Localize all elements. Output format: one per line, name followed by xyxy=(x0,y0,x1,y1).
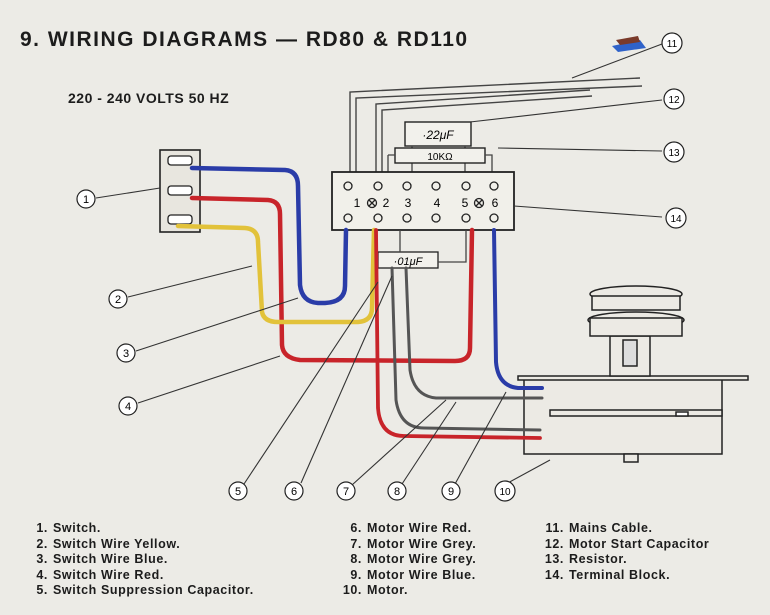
legend-item: 7.Motor Wire Grey. xyxy=(350,536,477,551)
callout-7: 7 xyxy=(336,481,356,501)
callout-2: 2 xyxy=(108,289,128,309)
mains-cable xyxy=(349,77,643,175)
switch-wire-red xyxy=(189,195,475,364)
callout-6: 6 xyxy=(284,481,304,501)
legend-item: 5.Switch Suppression Capacitor. xyxy=(36,583,254,598)
legend-item: 13.Resistor. xyxy=(544,552,628,567)
callout-13: 13 xyxy=(663,141,685,163)
callout-1: 1 xyxy=(76,189,96,209)
switch-wire-yellow xyxy=(175,223,377,325)
callout-9: 9 xyxy=(441,481,461,501)
resistor xyxy=(387,147,493,175)
callout-3: 3 xyxy=(116,343,136,363)
svg-text:3: 3 xyxy=(123,348,129,360)
callout-12: 12 xyxy=(663,88,685,110)
switch-wire-blue xyxy=(189,165,349,306)
svg-text:5: 5 xyxy=(235,486,241,498)
legend-item: 12.Motor Start Capacitor xyxy=(544,536,710,551)
legend-item: 10.Motor. xyxy=(342,583,409,598)
svg-text:1: 1 xyxy=(83,194,89,206)
terminal-number-6: 6 xyxy=(492,196,499,210)
legend-column-3: 11.Mains Cable. 12.Motor Start Capacitor… xyxy=(542,521,709,583)
legend-item: 2.Switch Wire Yellow. xyxy=(36,536,181,551)
legend-item: 8.Motor Wire Grey. xyxy=(350,552,477,567)
switch xyxy=(159,149,201,233)
legend-column-2: 6.Motor Wire Red. 7.Motor Wire Grey. 8.M… xyxy=(340,521,476,599)
callout-14: 14 xyxy=(665,207,687,229)
suppression-capacitor xyxy=(377,230,467,269)
callout-4: 4 xyxy=(118,396,138,416)
legend-item: 11.Mains Cable. xyxy=(545,521,653,535)
svg-text:2: 2 xyxy=(115,294,121,306)
terminal-number-4: 4 xyxy=(434,196,441,210)
legend-item: 3.Switch Wire Blue. xyxy=(36,552,168,567)
suppression-capacitor-label: ·01μF xyxy=(394,256,424,268)
svg-text:10: 10 xyxy=(499,487,511,498)
legend-item: 4.Switch Wire Red. xyxy=(36,567,164,582)
svg-text:11: 11 xyxy=(667,39,678,50)
svg-text:14: 14 xyxy=(670,214,682,225)
svg-text:7: 7 xyxy=(343,486,349,498)
callout-10: 10 xyxy=(494,480,516,502)
resistor-label: 10KΩ xyxy=(427,152,453,163)
callout-8: 8 xyxy=(387,481,407,501)
legend-item: 9.Motor Wire Blue. xyxy=(350,567,476,582)
callout-5: 5 xyxy=(228,481,248,501)
leader-lines xyxy=(95,43,663,486)
terminal-number-5: 5 xyxy=(462,196,469,210)
motor-wire-blue xyxy=(492,228,544,390)
callout-11: 11 xyxy=(661,32,683,54)
terminal-number-2: 2 xyxy=(383,196,390,210)
ink-mark xyxy=(612,40,646,52)
svg-text:8: 8 xyxy=(394,486,400,498)
terminal-block xyxy=(331,171,515,231)
voltage-label: 220 - 240 VOLTS 50 HZ xyxy=(68,90,230,106)
page-title: 9. WIRING DIAGRAMS — RD80 & RD110 xyxy=(20,28,469,51)
legend-item: 6.Motor Wire Red. xyxy=(350,521,472,535)
svg-text:6: 6 xyxy=(291,486,297,498)
legend-item: 1.Switch. xyxy=(36,521,101,535)
start-capacitor-label: ·22μF xyxy=(422,128,454,142)
motor-wire-grey-8 xyxy=(404,266,544,400)
legend-column-1: 1.Switch. 2.Switch Wire Yellow. 3.Switch… xyxy=(26,521,254,599)
terminal-number-3: 3 xyxy=(405,196,412,210)
motor-wire-grey-7 xyxy=(390,266,542,432)
svg-text:12: 12 xyxy=(668,95,680,106)
svg-text:13: 13 xyxy=(668,148,680,159)
svg-text:9: 9 xyxy=(448,486,454,498)
terminal-number-1: 1 xyxy=(354,196,361,210)
motor xyxy=(517,285,749,463)
motor-wire-red xyxy=(374,228,542,440)
svg-text:4: 4 xyxy=(125,401,131,413)
legend-item: 14.Terminal Block. xyxy=(544,567,671,582)
terminal-numbers: 1 2 3 4 5 6 xyxy=(354,196,499,210)
ink-mark-dark xyxy=(616,36,640,45)
